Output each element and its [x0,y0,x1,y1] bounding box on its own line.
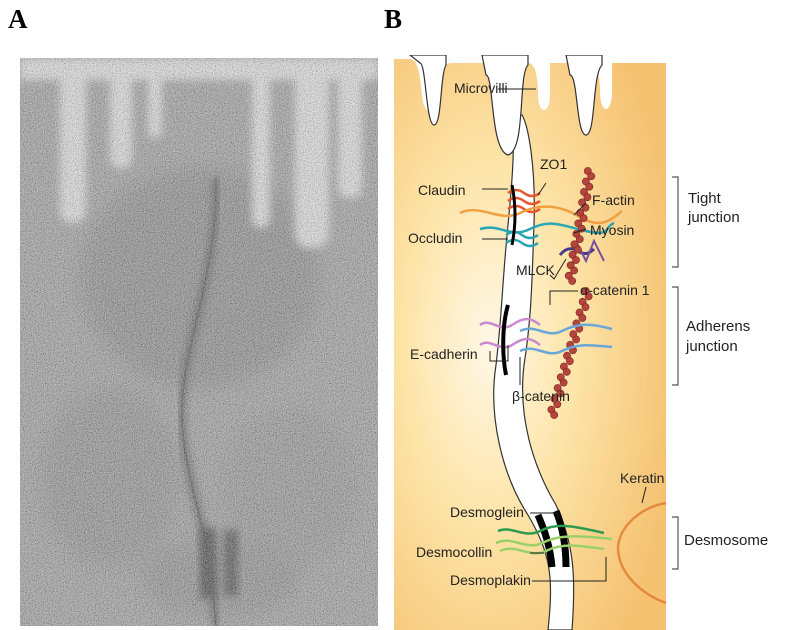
actin-bead [551,411,558,418]
label-beta-catenin: β-catenin [512,388,570,404]
region-adherens-junction-line1: Adherens [686,318,750,335]
actin-bead [579,314,586,321]
actin-bead [569,277,576,284]
label-desmoglein: Desmoglein [450,504,524,520]
actin-bead [566,357,573,364]
label-zo1: ZO1 [540,156,567,172]
region-adherens-junction-line2: junction [685,338,738,355]
actin-bead [572,256,579,263]
junction-diagram: Microvilli ZO1 Claudin F-actin Occludin … [390,55,786,630]
region-tight-junction-line2: junction [687,209,740,226]
label-mlck: MLCK [516,262,556,278]
panel-a-letter: A [8,4,28,35]
label-e-cadherin: E-cadherin [410,346,478,362]
electron-micrograph [20,58,378,626]
actin-bead [560,379,567,386]
label-occludin: Occludin [408,230,462,246]
actin-bead [582,204,589,211]
actin-bead [586,183,593,190]
label-alpha-catenin: α-catenin 1 [580,282,650,298]
label-desmocollin: Desmocollin [416,544,492,560]
label-keratin: Keratin [620,470,664,486]
label-microvilli: Microvilli [454,80,508,96]
label-f-actin: F-actin [592,192,635,208]
actin-bead [573,336,580,343]
actin-bead [576,235,583,242]
region-tight-junction-line1: Tight [688,190,722,207]
label-myosin: Myosin [590,222,634,238]
label-claudin: Claudin [418,182,465,198]
actin-bead [574,246,581,253]
actin-bead [584,194,591,201]
panel-b-letter: B [384,4,402,35]
actin-bead [571,267,578,274]
region-desmosome: Desmosome [684,532,768,549]
actin-bead [588,173,595,180]
label-desmoplakin: Desmoplakin [450,572,531,588]
actin-bead [582,304,589,311]
actin-bead [580,215,587,222]
actin-bead [563,368,570,375]
